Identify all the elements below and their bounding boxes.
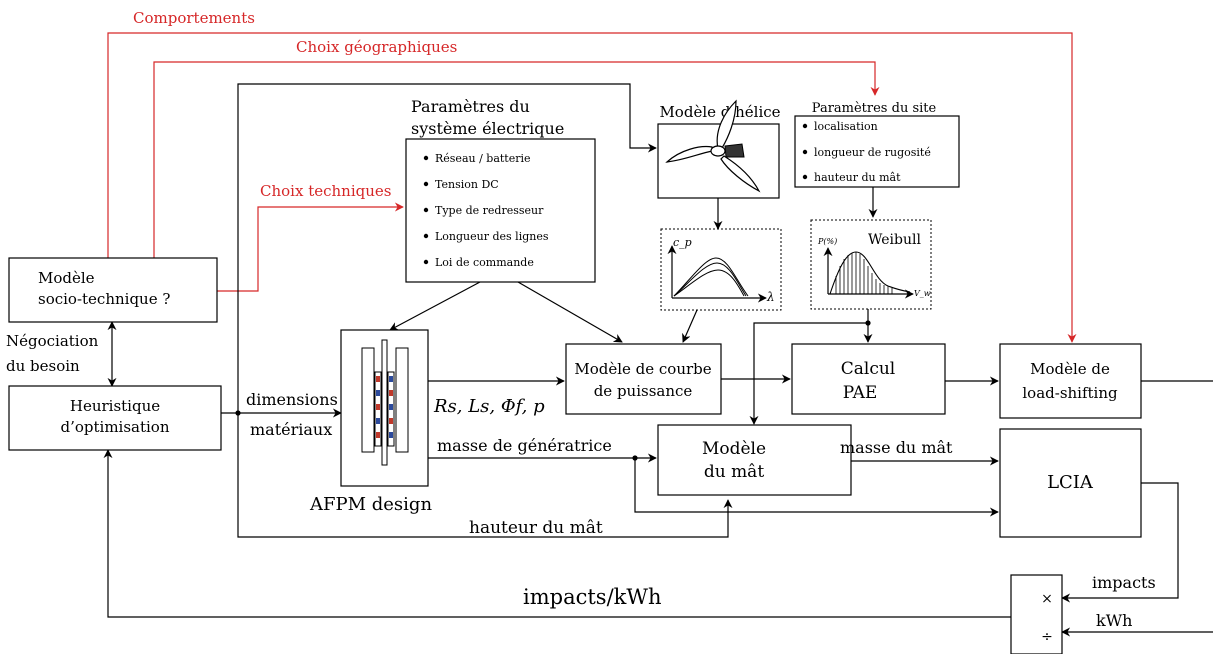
site-item: longueur de rugosité bbox=[814, 146, 931, 159]
impacts-label: impacts bbox=[1092, 573, 1156, 592]
load-line2: load-shifting bbox=[1022, 384, 1118, 402]
elec-box bbox=[405, 138, 596, 283]
multiply-icon: × bbox=[1041, 591, 1053, 607]
pae-line2: PAE bbox=[843, 383, 878, 403]
weibull-to-mat-arrow bbox=[749, 322, 868, 425]
params-label: Rs, Ls, Φf, p bbox=[433, 396, 545, 417]
weibull-title: Weibull bbox=[868, 232, 921, 248]
elec-to-afpm-arrow bbox=[389, 281, 481, 331]
load-line1: Modèle de bbox=[1030, 360, 1110, 378]
loop-to-helice-arrow bbox=[237, 83, 657, 413]
weibull-junction-dot bbox=[865, 320, 871, 326]
cp-ylabel: c_p bbox=[673, 236, 692, 249]
elec-list: Réseau / batterie Tension DC Type de red… bbox=[423, 152, 549, 269]
weibull-ylabel: P(%) bbox=[817, 237, 837, 246]
mat-line1: Modèle bbox=[702, 439, 766, 459]
elec-title2: système électrique bbox=[411, 119, 564, 138]
cp-curve-icon bbox=[667, 245, 767, 303]
elec-title1: Paramètres du bbox=[411, 97, 530, 116]
site-box bbox=[794, 115, 960, 188]
pae-box bbox=[791, 343, 946, 415]
elec-item: Tension DC bbox=[435, 178, 499, 191]
bullet-icon bbox=[802, 149, 808, 155]
mat-box bbox=[657, 424, 852, 496]
helice-title: Modèle d’hélice bbox=[659, 103, 780, 121]
afpm-generator-icon bbox=[361, 339, 409, 466]
lcia-box bbox=[999, 428, 1142, 538]
weibull-xlabel: V_w bbox=[914, 289, 931, 298]
masse-gen-junction-dot bbox=[632, 455, 638, 461]
bullet-icon bbox=[423, 155, 429, 161]
elec-item: Type de redresseur bbox=[435, 204, 544, 217]
elec-item: Longueur des lignes bbox=[435, 230, 549, 243]
choix-geo-label: Choix géographiques bbox=[296, 38, 457, 56]
negociation-line1: Négociation bbox=[6, 332, 99, 350]
masse-mat-label: masse du mât bbox=[840, 438, 953, 457]
kwh-label: kWh bbox=[1096, 611, 1132, 630]
elec-item: Réseau / batterie bbox=[435, 152, 531, 165]
bullet-icon bbox=[423, 207, 429, 213]
load-box bbox=[999, 343, 1142, 419]
turbine-icon bbox=[665, 99, 761, 193]
cp-xlabel: λ bbox=[766, 290, 775, 304]
elec-item: Loi de commande bbox=[435, 256, 534, 269]
choix-tech-label: Choix techniques bbox=[260, 182, 391, 200]
socio-line1: Modèle bbox=[38, 269, 95, 287]
lcia-label: LCIA bbox=[1047, 472, 1094, 493]
pae-line1: Calcul bbox=[841, 359, 896, 379]
heuristique-line2: d’optimisation bbox=[60, 418, 169, 436]
socio-line2: socio-technique ? bbox=[38, 290, 170, 308]
mat-line2: du mât bbox=[704, 462, 764, 482]
bullet-icon bbox=[423, 259, 429, 265]
comportements-arrow bbox=[107, 32, 1077, 343]
masse-gen-label: masse de génératrice bbox=[437, 436, 612, 455]
choix-geo-arrow bbox=[153, 61, 880, 258]
impacts-kwh-arrow bbox=[103, 449, 1011, 618]
courbe-line1: Modèle de courbe bbox=[574, 360, 711, 378]
impacts-arrow bbox=[1061, 482, 1179, 603]
heuristique-box bbox=[8, 385, 222, 451]
comportements-label: Comportements bbox=[133, 9, 255, 27]
bullet-icon bbox=[423, 233, 429, 239]
negociation-line2: du besoin bbox=[6, 357, 80, 375]
site-list: localisation longueur de rugosité hauteu… bbox=[802, 120, 931, 184]
courbe-box bbox=[565, 343, 722, 415]
masse-gen-to-lcia-arrow bbox=[634, 458, 999, 517]
cp-to-courbe-arrow bbox=[682, 309, 698, 343]
weibull-curve-icon bbox=[823, 247, 914, 299]
hauteur-label: hauteur du mât bbox=[469, 518, 603, 538]
choix-tech-arrow bbox=[217, 202, 404, 292]
afpm-label: AFPM design bbox=[309, 494, 432, 515]
dims-line1: dimensions bbox=[246, 390, 338, 409]
socio-box bbox=[8, 257, 218, 323]
heuristique-line1: Heuristique bbox=[70, 397, 160, 415]
hauteur-arrow bbox=[237, 413, 733, 538]
site-item: localisation bbox=[814, 120, 878, 133]
elec-to-courbe-arrow bbox=[517, 281, 623, 343]
operator-box bbox=[1010, 574, 1063, 654]
courbe-line2: de puissance bbox=[594, 382, 693, 400]
bullet-icon bbox=[423, 181, 429, 187]
bullet-icon bbox=[802, 174, 808, 180]
site-item: hauteur du mât bbox=[814, 171, 901, 184]
impacts-kwh-label: impacts/kWh bbox=[523, 585, 661, 609]
dims-junction-dot bbox=[235, 410, 241, 416]
divide-icon: ÷ bbox=[1041, 629, 1053, 645]
bullet-icon bbox=[802, 123, 808, 129]
dims-line2: matériaux bbox=[250, 420, 332, 439]
site-title: Paramètres du site bbox=[812, 101, 937, 116]
